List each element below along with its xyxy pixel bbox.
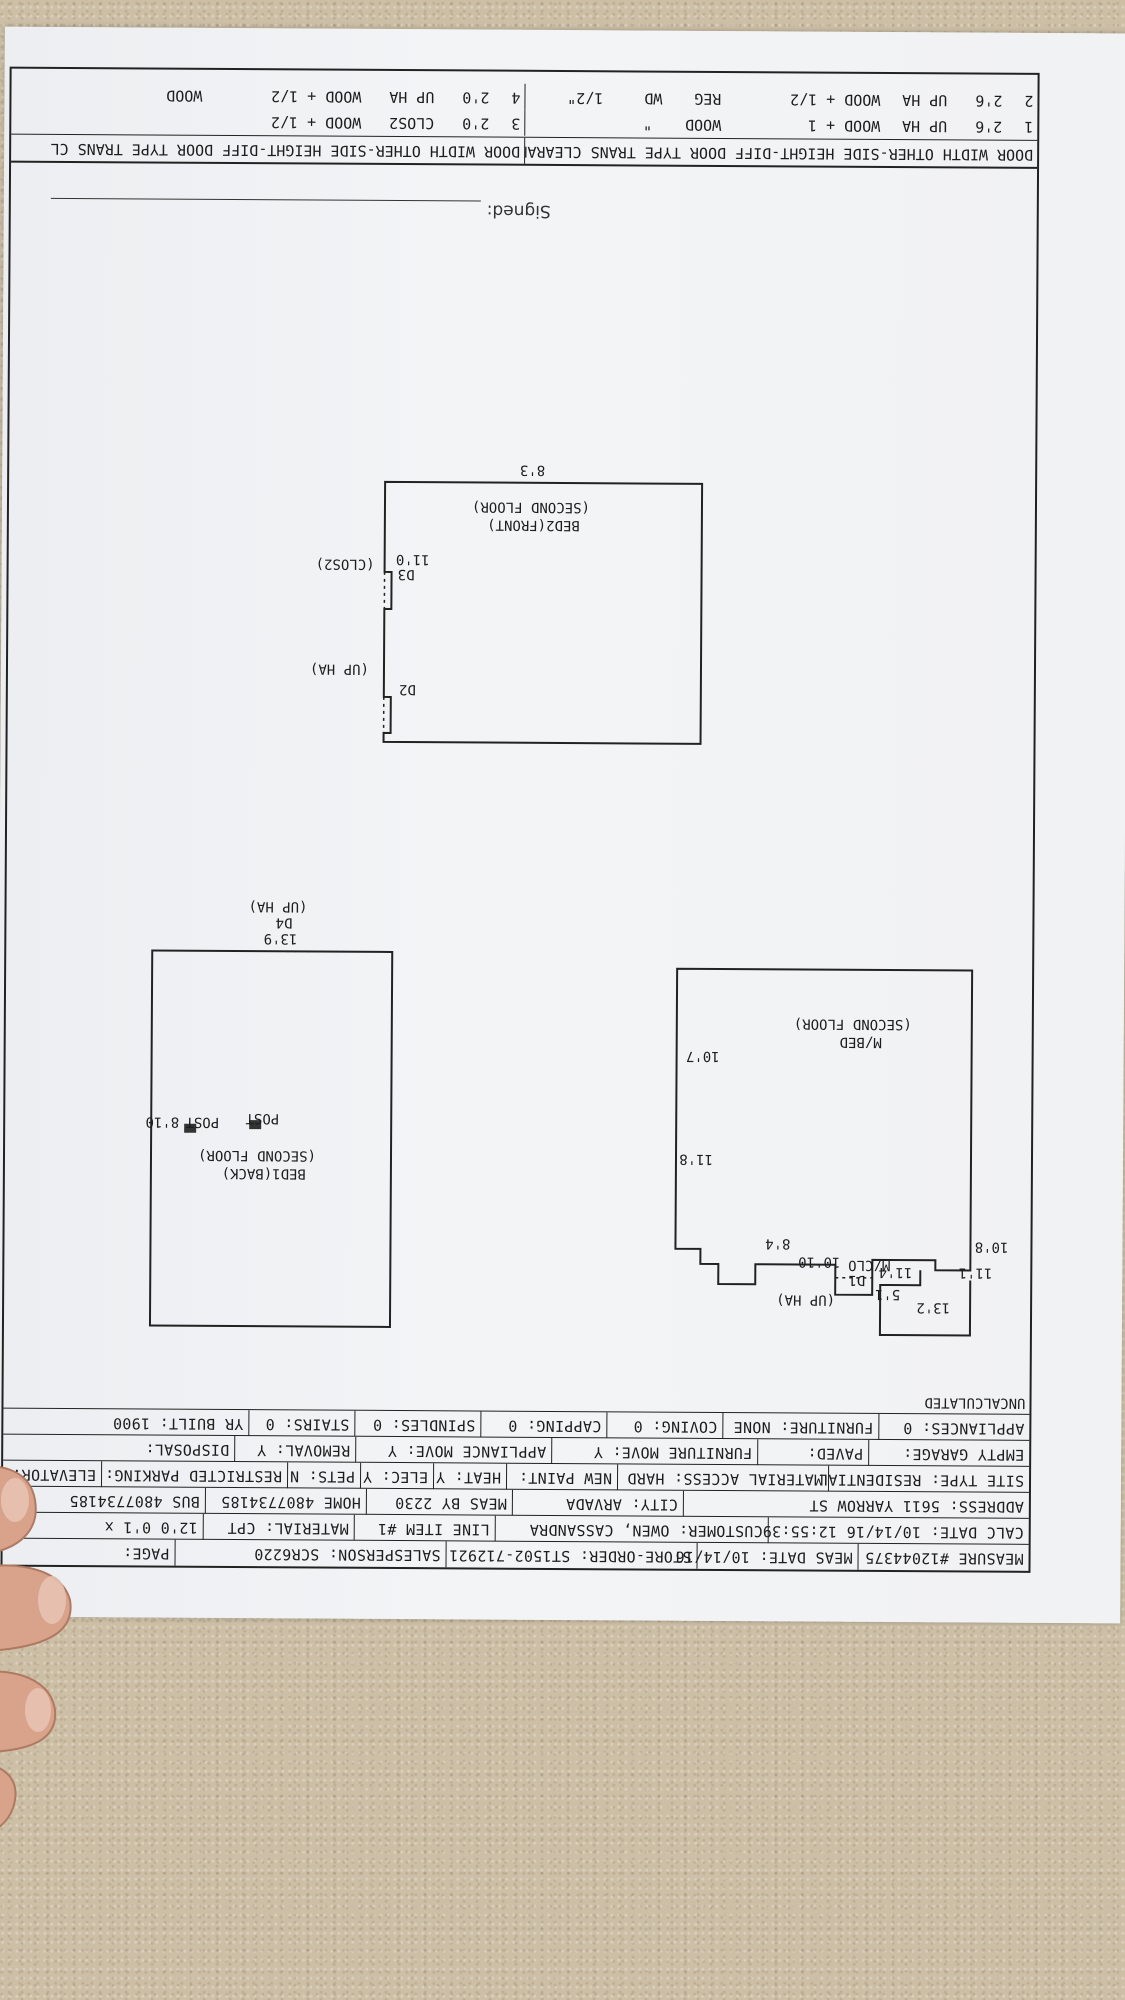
door-number: 4 — [511, 88, 521, 107]
measure-sheet: MEASURE #12044375 MEAS DATE: 10/14/16 ST… — [0, 26, 1125, 1624]
door-trans: WD — [644, 89, 663, 108]
signed-label: Signed: — [486, 200, 551, 221]
mclo-dim-c: 11'1 — [958, 1264, 993, 1281]
mclo-dim-d: 11'4 — [878, 1263, 913, 1281]
d2-label: D2 — [398, 681, 416, 698]
post-marker-1 — [249, 1120, 262, 1130]
bed2-dim-side: 11'0 — [395, 550, 430, 568]
door-height-diff: WOOD + 1/2 — [271, 87, 362, 106]
mclo-dim-b: 5'1 — [874, 1285, 901, 1303]
door-table-header: DOOR WIDTH OTHER-SIDE HEIGHT-DIFF DOOR T… — [11, 133, 1038, 167]
d2-note: (UP HA) — [309, 660, 370, 677]
door-width: 2'6 — [975, 117, 1003, 136]
printed-sheet-upside-down: MEASURE #12044375 MEAS DATE: 10/14/16 ST… — [0, 27, 1125, 1624]
bed1-outline — [148, 949, 394, 1328]
door-type: WOOD — [685, 115, 722, 134]
bed2-dim-top: 8'3 — [519, 461, 546, 478]
door-number: 3 — [511, 114, 521, 133]
mbed-dim-lower: 11'8 — [679, 1150, 714, 1167]
post-marker-2 — [184, 1123, 197, 1133]
mbed-outline — [674, 967, 974, 1296]
post-label-2: POST — [185, 1113, 220, 1130]
bed1-name: BED1(BACK) — [221, 1164, 306, 1182]
bed1-floor: (SECOND FLOOR) — [197, 1146, 317, 1164]
door-clearance: 1/2" — [567, 89, 604, 108]
mbed-floor: (SECOND FLOOR) — [793, 1015, 912, 1033]
door-height-diff: WOOD + 1/2 — [790, 90, 881, 109]
mclo-dim-a: 13'2 — [916, 1299, 951, 1316]
door-table: DOOR WIDTH OTHER-SIDE HEIGHT-DIFF DOOR T… — [11, 68, 1038, 169]
bed2-name: BED2(FRONT) — [487, 516, 580, 534]
d1-label: D1 — [848, 1271, 866, 1288]
d4-note: (UP HA) — [248, 898, 308, 915]
mbed-dim-right: 10'8 — [974, 1238, 1009, 1255]
door-height-diff: WOOD + 1 — [807, 116, 881, 135]
door-other-side: CLOS2 — [389, 113, 435, 133]
post-dim: 8'10 — [145, 1113, 180, 1130]
door-width: 2'6 — [975, 91, 1003, 110]
door-height-diff: WOOD + 1/2 — [270, 113, 362, 132]
bed2-floor: (SECOND FLOOR) — [471, 498, 591, 516]
post-label-1: POST — [245, 1110, 280, 1127]
signature-area: Signed: — [31, 179, 551, 222]
door-type: WOOD — [166, 86, 203, 105]
door-trans: " — [643, 115, 653, 134]
door-width: 2'0 — [462, 88, 490, 107]
door-other-side: UP HA — [389, 87, 435, 107]
bed1-dim-top: 13'9 — [263, 930, 298, 947]
door-other-side: UP HA — [902, 117, 948, 136]
mbed-dim-d1: 10'10 — [798, 1253, 841, 1270]
hand-photo-element — [0, 1466, 72, 1828]
door-number: 1 — [1024, 117, 1034, 136]
door-table-header-left: DOOR WIDTH OTHER-SIDE HEIGHT-DIFF DOOR T… — [524, 137, 1038, 167]
d3-label: D3 — [397, 566, 415, 583]
door-other-side: UP HA — [902, 91, 948, 110]
d3-note: (CLOS2) — [315, 555, 375, 572]
door-type: REG — [694, 89, 722, 108]
d4-label: D4 — [275, 914, 293, 931]
mbed-dim-left: 10'7 — [685, 1047, 720, 1064]
mclo-outline — [878, 1270, 972, 1337]
door-number: 2 — [1024, 91, 1034, 110]
mbed-dim-step: 8'4 — [765, 1235, 791, 1252]
signature-line — [50, 197, 481, 222]
measure-form: MEASURE #12044375 MEAS DATE: 10/14/16 ST… — [0, 66, 1040, 1573]
mbed-name: M/BED — [839, 1033, 882, 1050]
door-table-header-right: DOOR WIDTH OTHER-SIDE HEIGHT-DIFF DOOR T… — [50, 139, 521, 161]
floor-plan — [148, 480, 974, 1337]
door-width: 2'0 — [462, 114, 490, 133]
d1-note: (UP HA) — [776, 1291, 836, 1308]
